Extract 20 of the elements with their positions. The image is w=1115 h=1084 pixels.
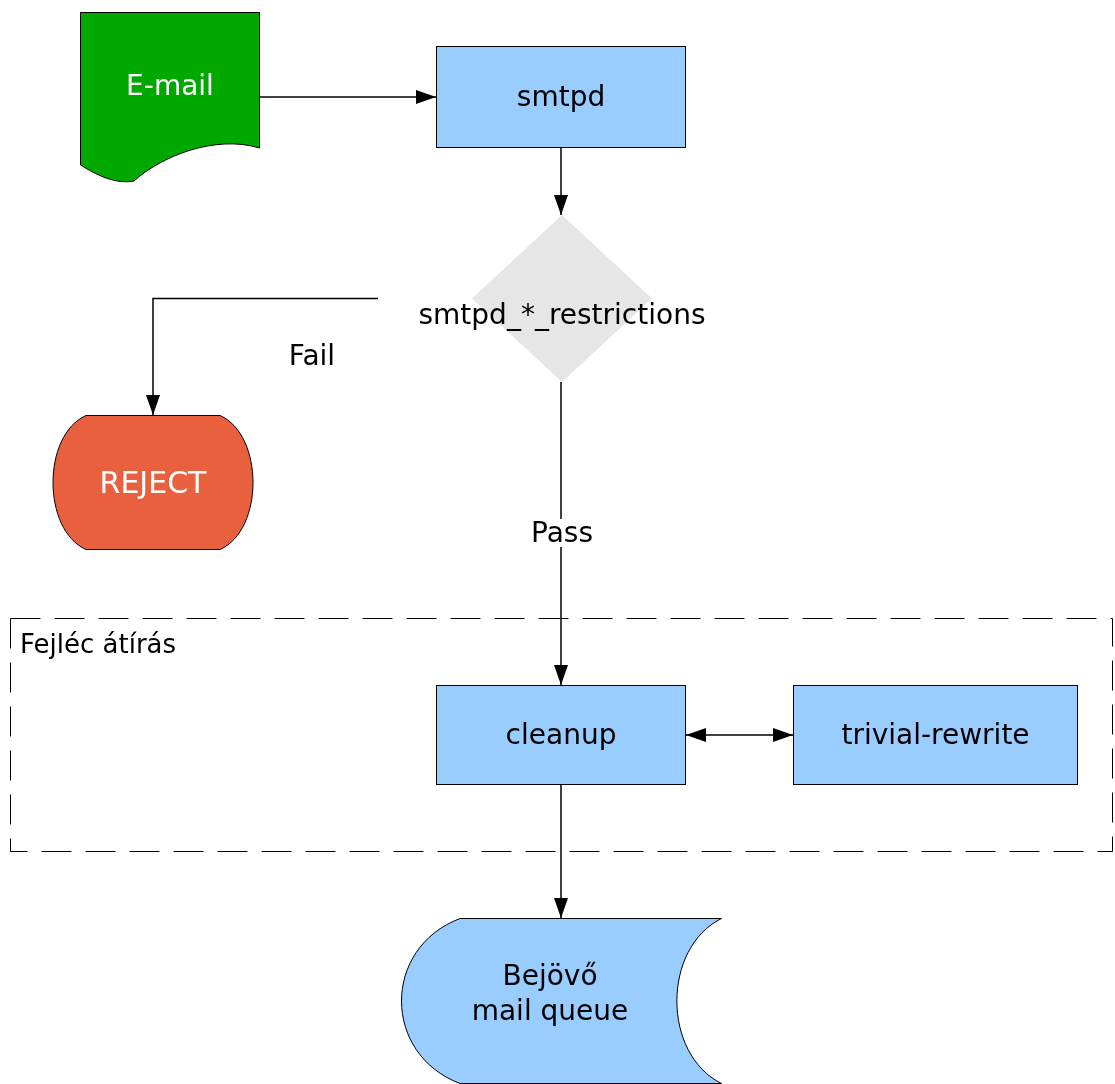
node-label: cleanup (504, 717, 618, 753)
process-box (436, 685, 686, 785)
arrow (259, 90, 437, 104)
process-box (793, 685, 1078, 785)
arrow (146, 297, 379, 416)
node-label: smtpd_*_restrictions (417, 301, 707, 329)
node-label: REJECT (98, 464, 208, 502)
arrow (554, 381, 568, 686)
node-label: trivial-rewrite (840, 717, 1031, 753)
arrow (554, 784, 568, 919)
dashed-group (10, 618, 1113, 852)
node-label: Bejövő mail queue (470, 958, 630, 1028)
node-label: smtpd (515, 79, 607, 115)
arrow (554, 147, 568, 216)
document-shape (80, 12, 260, 182)
process-box (436, 46, 686, 148)
node-label: E-mail (125, 72, 215, 100)
stored-data-shape (400, 918, 722, 1084)
arrow (685, 728, 794, 742)
group-title: Fejléc átírás (20, 628, 177, 661)
